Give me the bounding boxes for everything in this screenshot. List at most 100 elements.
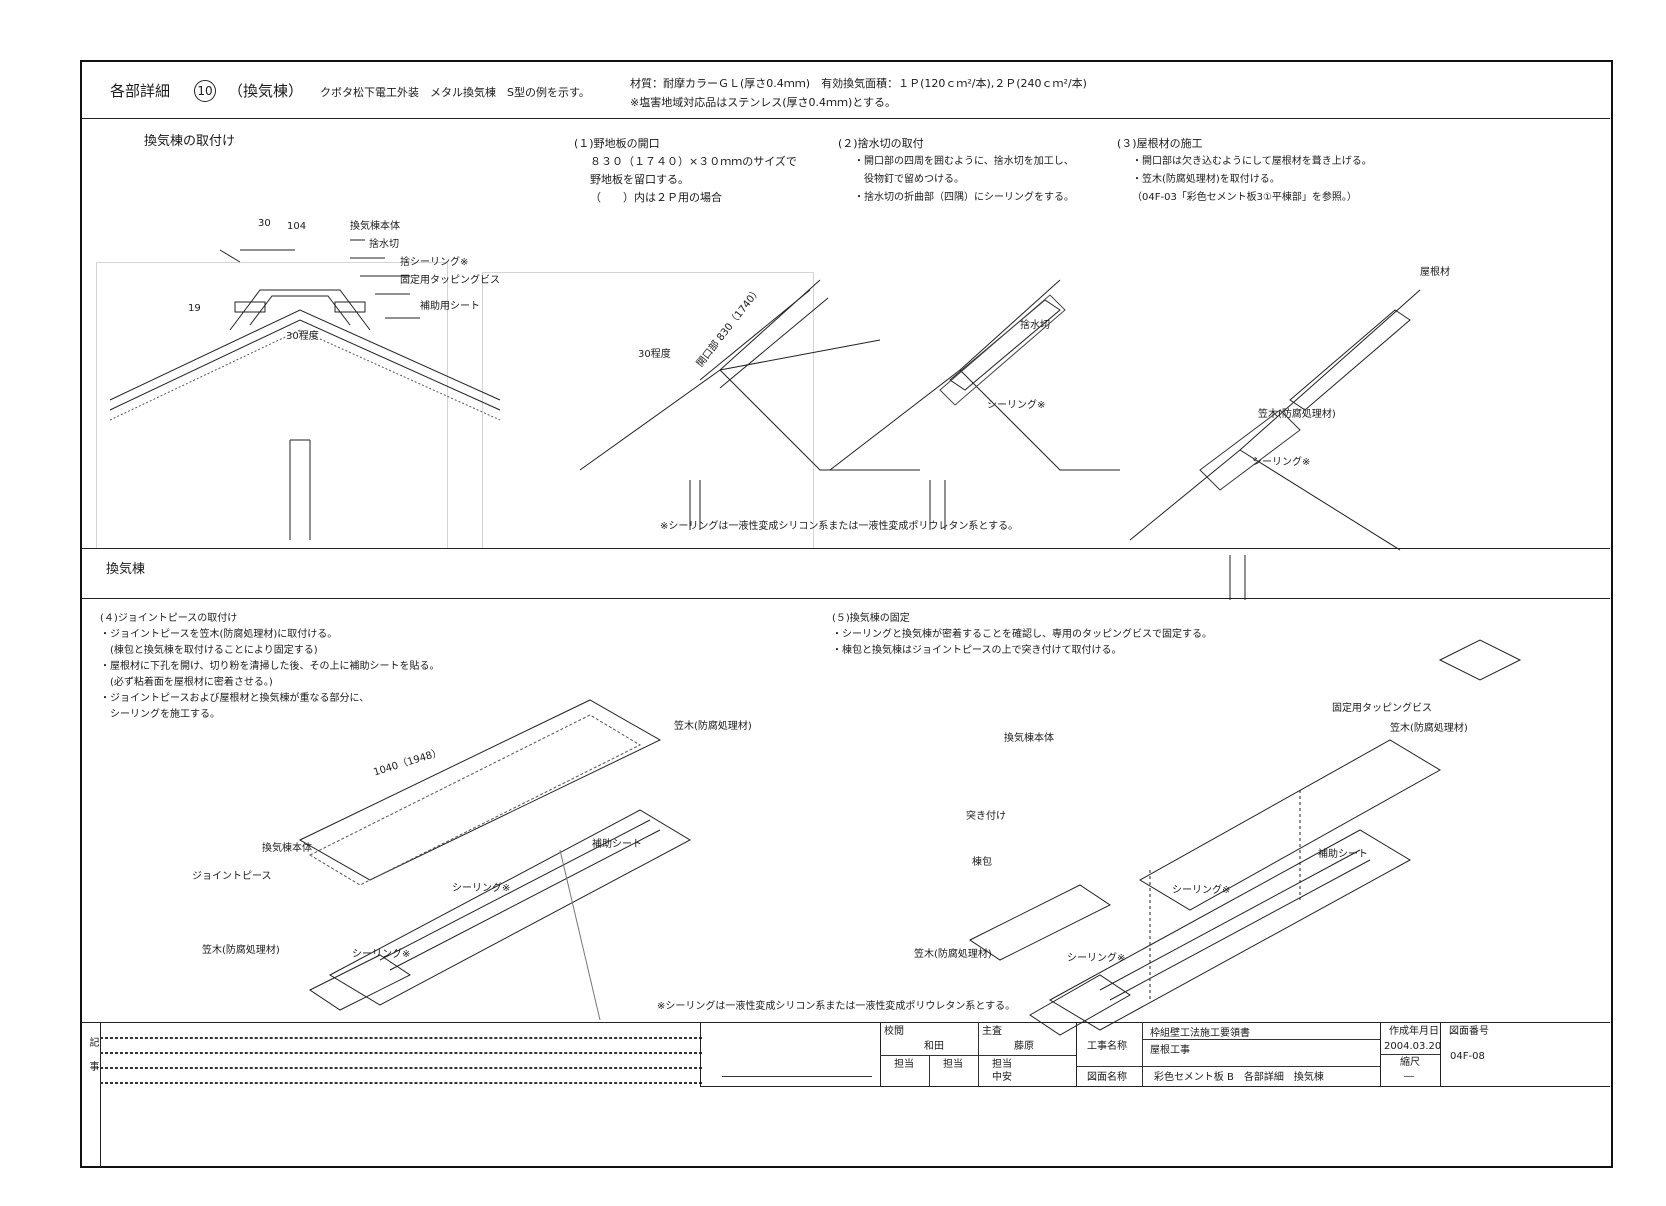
- step5-title: (５)換気棟の固定: [832, 613, 910, 624]
- step2-line: ・捨水切の折曲部（四隅）にシーリングをする。: [854, 192, 1074, 203]
- tb-line: [880, 1055, 1076, 1056]
- step3-line: ・笠木(防腐処理材)を取付ける。: [1132, 174, 1280, 185]
- tb-date-label: 作成年月日: [1389, 1026, 1439, 1037]
- step4-line: (必ず粘着面を屋根材に密着させる。): [100, 677, 273, 688]
- tb-number-label: 図面番号: [1449, 1026, 1489, 1037]
- tb-number: 04F-08: [1450, 1051, 1485, 1062]
- step4-label-sealing: シーリング※: [452, 883, 511, 894]
- tb-line: [1076, 1022, 1077, 1086]
- step3-label-sealing: シーリング※: [1252, 457, 1311, 468]
- tb-scale-label: 縮尺: [1400, 1057, 1420, 1068]
- step5-label-kasagi: 笠木(防腐処理材): [1390, 723, 1468, 734]
- step5-label-butt: 突き付け: [966, 811, 1006, 822]
- step2-line: 役物釘で留めつける。: [854, 174, 964, 185]
- step4-label-kasagi: 笠木(防腐処理材): [674, 721, 752, 732]
- section-divider: [82, 598, 1610, 599]
- tb-date: 2004.03.20: [1384, 1041, 1442, 1052]
- step1-title: (１)野地板の開口: [574, 137, 660, 150]
- step3-label-kasagi: 笠木(防腐処理材): [1258, 409, 1336, 420]
- step4-line: ・屋根材に下孔を開け、切り粉を清掃した後、その上に補助シートを貼る。: [100, 661, 440, 672]
- tb-line: [1440, 1022, 1441, 1086]
- step2-label-flashing: 捨水切: [1020, 320, 1050, 331]
- step4-line: (棟包と換気棟を取付けることにより固定する): [100, 645, 318, 656]
- tb-line: [978, 1022, 979, 1086]
- step3-line: ・開口部は欠き込むようにして屋根材を葺き上げる。: [1132, 156, 1372, 167]
- label-vent-body: 換気棟本体: [350, 221, 400, 232]
- section-label: 換気棟: [106, 562, 146, 577]
- tb-checked-label: 校閲: [884, 1026, 904, 1037]
- label-flashing: 捨水切: [369, 239, 399, 250]
- step5-line: ・シーリングと換気棟が密着することを確認し、専用のタッピングビスで固定する。: [832, 629, 1212, 640]
- header-material: 材質：耐摩カラーＧＬ(厚さ0.4ｍｍ) 有効換気面積：１Ｐ(120ｃｍ²/本),…: [630, 77, 1087, 90]
- label-sealing: 捨シーリング※: [400, 257, 469, 268]
- tb-line: [1142, 1039, 1380, 1040]
- label-screw: 固定用タッピングビス: [400, 275, 500, 286]
- dim-104: 104: [287, 221, 307, 232]
- upper-sealing-note: ※シーリングは一液性変成シリコン系または一液性変成ポリウレタン系とする。: [660, 521, 1019, 532]
- tb-note-line: [100, 1052, 702, 1054]
- step5-label-body: 換気棟本体: [1004, 733, 1054, 744]
- step5-label-ridge: 棟包: [972, 857, 992, 868]
- header-example: クボタ松下電工外装 メタル換気棟 S型の例を示す。: [320, 86, 590, 99]
- lower-sealing-note: ※シーリングは一液性変成シリコン系または一液性変成ポリウレタン系とする。: [657, 1001, 1016, 1012]
- tb-line: [880, 1022, 881, 1086]
- header-section: 各部詳細: [110, 82, 171, 100]
- upper-heading: 換気棟の取付け: [144, 134, 236, 149]
- step4-line: ・ジョイントピースを笠木(防腐処理材)に取付ける。: [100, 629, 338, 640]
- step4-line: シーリングを施工する。: [100, 709, 220, 720]
- tb-scale: ―: [1404, 1071, 1414, 1082]
- tb-charge3: 担当: [992, 1059, 1012, 1070]
- section-divider: [82, 548, 1610, 549]
- step1-line: ８３０（１７４０）×３０ｍｍのサイズで: [590, 155, 797, 168]
- dim-30: 30: [258, 218, 271, 229]
- step4-line: ・ジョイントピースおよび屋根材と換気棟が重なる部分に、: [100, 693, 370, 704]
- tb-line: [700, 1022, 701, 1086]
- tb-project-label: 工事名称: [1087, 1041, 1127, 1052]
- step4-label-sealing2: シーリング※: [352, 949, 411, 960]
- tb-note-line: [100, 1082, 702, 1084]
- tb-note-line: [100, 1067, 702, 1069]
- step1-dim-30: 30程度: [638, 349, 671, 360]
- tb-checked-by: 和田: [924, 1041, 944, 1052]
- step1-line: 野地板を留口する。: [590, 173, 689, 186]
- dim-19: 19: [188, 303, 201, 314]
- tb-drawing-name: 彩色セメント板 B 各部詳細 換気棟: [1154, 1072, 1324, 1083]
- step4-sketch: [298, 699, 692, 1021]
- tb-charge3-by: 中安: [992, 1072, 1012, 1083]
- step2-label-sealing: シーリング※: [987, 400, 1046, 411]
- step4-label-body: 換気棟本体: [262, 843, 312, 854]
- step5-line: ・棟包と換気棟はジョイントピースの上で突き付けて取付ける。: [832, 645, 1122, 656]
- tb-drawing-label: 図面名称: [1087, 1072, 1127, 1083]
- header-number: 10: [194, 80, 216, 102]
- tb-project-name: 枠組壁工法施工要領書: [1150, 1028, 1250, 1039]
- tb-line: [100, 1022, 101, 1168]
- tb-line: [1142, 1022, 1143, 1086]
- step2-line: ・開口部の四周を囲むように、捨水切を加工し、: [854, 156, 1074, 167]
- tb-charge1: 担当: [894, 1059, 914, 1070]
- step5-label-sealing: シーリング※: [1172, 885, 1231, 896]
- step5-sketch: [969, 639, 1522, 1036]
- step3-title: (３)屋根材の施工: [1117, 137, 1203, 150]
- step1-line: （ ）内は２Ｐ用の場合: [590, 191, 722, 204]
- tb-sign-line: [722, 1076, 872, 1077]
- step4-label-kasagi2: 笠木(防腐処理材): [202, 945, 280, 956]
- tb-chief-label: 主査: [982, 1026, 1002, 1037]
- step4-label-sheet: 補助シート: [592, 839, 642, 850]
- dim-30-approx: 30程度: [286, 331, 319, 342]
- step3-label-roof: 屋根材: [1420, 267, 1450, 278]
- step5-label-kasagi2: 笠木(防腐処理材): [914, 949, 992, 960]
- ridge-cross-section: [109, 239, 501, 540]
- tb-line: [700, 1086, 1610, 1087]
- header-material-note: ※塩害地域対応品はステンレス(厚さ0.4ｍｍ)とする。: [630, 96, 896, 109]
- step3-line: （04F-03「彩色セメント板3①平棟部」を参照。）: [1132, 192, 1357, 203]
- step2-sketch: [829, 279, 1120, 530]
- label-aux-sheet: 補助用シート: [420, 301, 480, 312]
- tb-line: [929, 1055, 930, 1086]
- tb-chief-by: 藤原: [1014, 1041, 1034, 1052]
- tb-project-sub: 屋根工事: [1150, 1045, 1190, 1056]
- step3-sketch: [1129, 289, 1421, 600]
- circled-number: 10: [194, 80, 216, 102]
- tb-notes-text: 記事: [87, 1037, 98, 1085]
- header-divider: [82, 118, 1610, 119]
